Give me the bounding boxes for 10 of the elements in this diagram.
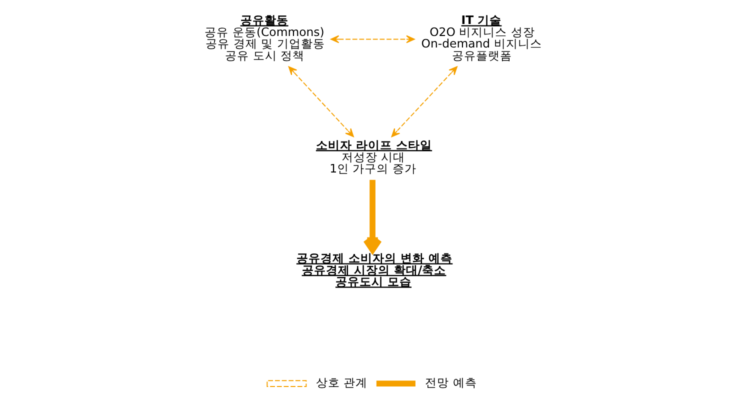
legend-label: 전망 예측 bbox=[424, 376, 476, 390]
arrow bbox=[288, 66, 354, 138]
arrow bbox=[390, 66, 457, 138]
arrow bbox=[330, 35, 414, 44]
node-text: IT 기술 O2O 비지니스 성장 On-demand 비지니스 공유플랫폼 bbox=[420, 13, 542, 62]
node-text: 소비자 라이프 스타일 저성장 시대 1인 가구의 증가 bbox=[315, 138, 432, 176]
node-text: 공유경제 소비자의 변화 예측 공유경제 시장의 확대/축소 공유도시 모습 bbox=[296, 251, 452, 289]
legend-label: 상호 관계 bbox=[315, 376, 368, 390]
node-text: 공유활동 공유 운동(Commons) 공유 경제 및 기업활동 공유 도시 정책 bbox=[204, 13, 324, 62]
arrow bbox=[362, 180, 382, 253]
